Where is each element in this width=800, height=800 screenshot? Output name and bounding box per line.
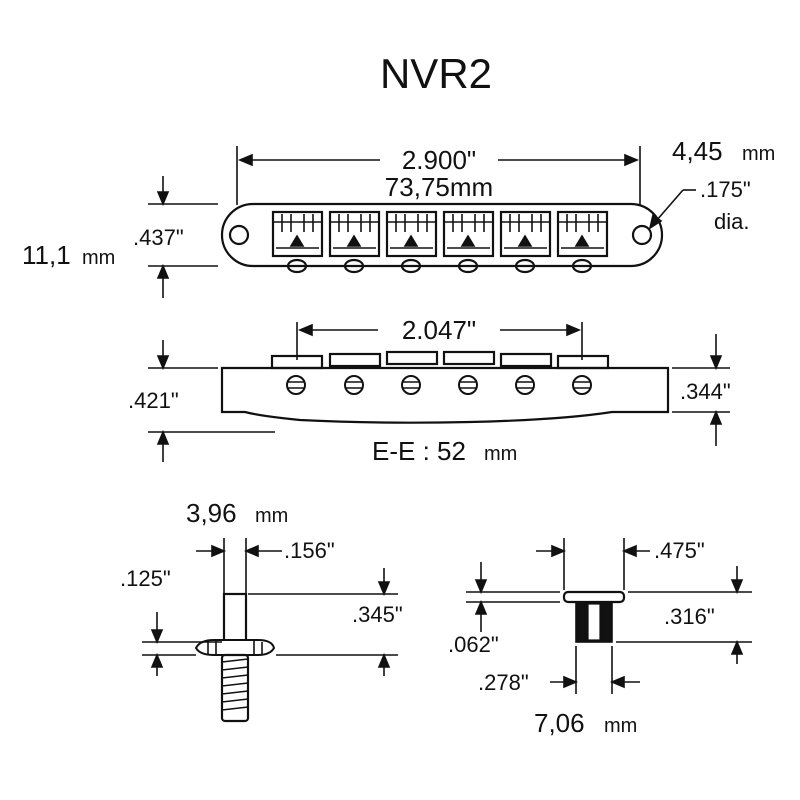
spacing-in-label: 2.047" [402,315,476,345]
saddles-top [271,210,609,274]
stud-thread-lines [221,658,249,711]
ee-label: E-E : 52 [372,436,466,466]
length-arrow-right [624,153,640,167]
side-view: 2.047" .421" [128,315,731,466]
spacing-arrow-right [566,323,582,337]
right-height-arrow-top [709,355,723,371]
insert-shaft-mm-unit: mm [604,715,637,737]
saddle-top-6 [556,210,609,274]
insert-flange-arrow-bottom [474,599,488,615]
saddle-top-3 [385,210,438,274]
stud-top-arrow-bottom [150,652,164,668]
insert-dia-arrow-left [551,544,567,558]
left-height-arrow-bottom [156,429,170,445]
stud-top-in-label: .125" [120,566,171,591]
insert-flange-in-label: .062" [448,632,499,657]
stud-post [222,592,248,644]
insert-shaft-slot [587,603,601,641]
insert-shaft-in-label: .278" [478,670,529,695]
stud-length-arrow-bottom [377,652,391,668]
mount-hole-left [228,224,250,246]
hole-mm-value: 4,45 [672,136,723,166]
saddle-top-5 [499,210,552,274]
saddle-side-5 [499,352,553,368]
insert-flange-arrow-top [474,579,488,595]
stud-length-in-label: .345" [352,602,403,627]
insert-shaft-arrow-left [563,675,579,689]
diagram-title: NVR2 [380,50,492,97]
left-height-arrow-top [156,355,170,371]
stud-dia-in-label: .156" [284,538,335,563]
hole-in-label: .175" [700,177,751,202]
insert-shaft-mm-value: 7,06 [534,708,585,738]
stud-view: 3,96 mm .156" .125" [120,498,403,723]
bridge-body-side [220,366,670,424]
insert-view: .475" .062" .316" .278" 7,06 mm [448,538,752,738]
saddle-side-4 [442,350,496,366]
screw-heads-side [286,375,592,395]
bridge-body-top [220,202,664,268]
stud-dia-mm-unit: mm [255,505,288,527]
right-height-arrow-bottom [709,409,723,425]
height-arrow-top [156,191,170,207]
left-height-in-label: .421" [128,388,179,413]
stud-top-arrow-top [150,629,164,645]
height-mm-value: 11,1 [22,240,71,270]
stud-thread [220,653,250,723]
ee-unit: mm [484,443,517,465]
saddle-side-2 [328,352,382,368]
stud-dia-mm-value: 3,96 [186,498,237,528]
stud-dia-arrow-right [243,544,259,558]
length-mm-label: 73,75mm [385,172,493,202]
saddles-side [270,350,610,370]
mount-hole-right [631,224,653,246]
saddle-top-2 [328,210,381,274]
saddle-top-4 [442,210,495,274]
height-mm-unit: mm [82,247,115,269]
insert-flange [562,590,626,604]
insert-height-in-label: .316" [664,604,715,629]
insert-dia-arrow-right [621,544,637,558]
right-height-in-label: .344" [680,379,731,404]
stud-length-arrow-top [377,581,391,597]
insert-shaft-arrow-right [609,675,625,689]
length-in-label: 2.900" [402,145,476,175]
spacing-arrow-left [297,323,313,337]
saddle-side-6 [556,354,610,370]
hole-mm-unit: mm [742,143,775,165]
stud-dia-arrow-left [211,544,227,558]
height-in-label: .437" [133,225,184,250]
top-view: 2.900" 73,75mm [22,136,775,298]
insert-dia-in-label: .475" [654,538,705,563]
height-arrow-bottom [156,263,170,279]
saddle-side-3 [385,350,439,366]
hole-dia-label: dia. [714,209,749,234]
insert-height-arrow-bottom [730,639,744,655]
hole-leader-arrow [648,213,663,230]
saddle-top-1 [271,210,324,274]
length-arrow-left [237,153,253,167]
insert-height-arrow-top [730,579,744,595]
